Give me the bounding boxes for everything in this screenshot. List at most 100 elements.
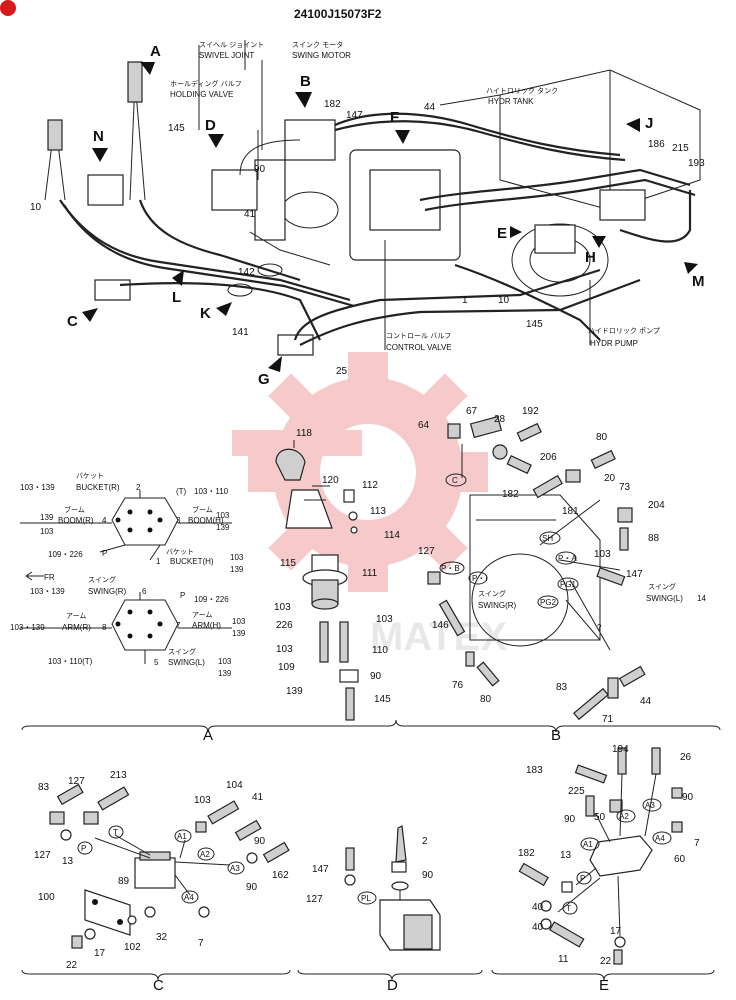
pattern-line-label: 103・110 — [194, 487, 229, 496]
view-arrow-b: B — [295, 73, 312, 108]
pattern-line-label: 139 — [216, 523, 230, 532]
part-label: 206 — [540, 452, 557, 463]
part-label: 146 — [432, 620, 449, 631]
fr-indicator: FR — [25, 571, 55, 582]
pattern-line-label: アーム — [66, 612, 86, 620]
pattern-line-label: ブーム — [64, 505, 85, 514]
svg-text:H: H — [585, 249, 596, 266]
pattern-line-label: BUCKET(R) — [76, 483, 120, 492]
part-label: 80 — [480, 694, 492, 705]
part-label: 112 — [362, 480, 378, 491]
pattern-line-label: 103 — [230, 553, 244, 562]
part-label: 182 — [502, 489, 519, 500]
part-label: 213 — [110, 770, 127, 781]
part-label: 80 — [596, 432, 608, 443]
part-label: 90 — [254, 836, 266, 847]
part-label: 40 — [532, 902, 544, 913]
section-c-ports: T P A1 A2 A3 A4 — [77, 825, 245, 904]
part-label: 181 — [562, 506, 579, 517]
part-label: 90 — [422, 870, 434, 881]
pattern-line-label: 139 — [230, 565, 244, 574]
svg-text:A1: A1 — [583, 840, 593, 849]
pattern-line-label: スイング — [88, 575, 116, 584]
pattern-line-label: 139 — [218, 669, 232, 678]
section-b-ports: C P・B P・I SH P・A PG1 PG2 — [439, 473, 579, 609]
view-arrow-n: N — [92, 128, 108, 162]
pattern-line-label: BOOM(H) — [188, 516, 224, 525]
svg-text:T: T — [113, 828, 118, 837]
pattern-line-label: (T) — [176, 487, 187, 496]
view-arrow-g: G — [258, 356, 282, 388]
pattern-line-label: アーム — [192, 611, 212, 619]
section-c-assembly — [49, 783, 290, 949]
part-label: 90 — [564, 814, 576, 825]
view-arrow-d: D — [205, 117, 224, 148]
hydr-pump-label: HYDR PUMP — [590, 339, 638, 348]
main-assembly: スイヘル ジョイント SWIVEL JOINT スインク モータ SWING M… — [30, 40, 705, 388]
pattern-line-label: BUCKET(H) — [170, 557, 214, 566]
part-label: 50 — [594, 812, 606, 823]
part-label: 183 — [526, 765, 543, 776]
part-label: 32 — [156, 932, 168, 943]
part-label: 145 — [374, 694, 391, 705]
svg-text:A2: A2 — [619, 812, 629, 821]
view-arrow-k: K — [200, 302, 232, 322]
part-label: 120 — [322, 475, 339, 486]
part-label: 111 — [362, 568, 378, 579]
part-label: 145 — [168, 123, 185, 134]
part-label: 90 — [370, 671, 382, 682]
pattern-line-label: 8 — [102, 623, 107, 632]
part-label: 22 — [600, 956, 612, 967]
part-label: 127 — [34, 850, 51, 861]
holding-valve-label: HOLDING VALVE — [170, 90, 233, 99]
part-label: 88 — [648, 533, 660, 544]
svg-text:C: C — [67, 313, 78, 330]
svg-text:FR: FR — [44, 573, 55, 582]
part-label: 90 — [246, 882, 258, 893]
part-label: 145 — [526, 319, 543, 330]
part-label: 226 — [276, 620, 293, 631]
part-label: 100 — [38, 892, 55, 903]
part-label: 127 — [68, 776, 85, 787]
part-label: 186 — [648, 139, 665, 150]
part-label: 162 — [272, 870, 289, 881]
view-arrow-j: J — [626, 115, 653, 132]
hydr-tank-label-jp: ハイトロリック タンク — [486, 86, 558, 95]
part-label: 2 — [422, 836, 428, 847]
section-label-e: E — [599, 977, 609, 994]
part-label: 139 — [286, 686, 303, 697]
part-label: 182 — [324, 99, 341, 110]
pattern-line-label: バケット — [76, 472, 104, 480]
pattern-line-label: SWING(R) — [88, 587, 127, 596]
svg-text:P: P — [81, 844, 86, 853]
part-label: 225 — [568, 786, 585, 797]
svg-text:A4: A4 — [655, 834, 665, 843]
svg-text:M: M — [692, 273, 705, 290]
swing-motor-label: SWING MOTOR — [292, 51, 351, 60]
hydr-tank-label: HYDR TANK — [488, 97, 534, 106]
part-label: 40 — [532, 922, 544, 933]
svg-text:SH: SH — [542, 534, 553, 543]
pattern-line-label: 103 — [232, 617, 246, 626]
pattern-line-label: 103 — [40, 527, 54, 536]
section-divider-cde: C D E — [21, 969, 715, 994]
part-label: 141 — [232, 327, 249, 338]
part-label: 127 — [306, 894, 323, 905]
part-label: 73 — [619, 482, 631, 493]
part-label: 114 — [384, 530, 400, 541]
pattern-line-label: 103・139 — [20, 483, 55, 492]
part-label: 194 — [612, 744, 629, 755]
part-label: 67 — [466, 406, 478, 417]
port-pl — [357, 891, 377, 905]
pattern-line-label: BOOM(R) — [58, 516, 94, 525]
view-arrow-e: E — [497, 225, 522, 242]
pattern-line-label: P — [102, 549, 107, 558]
swing-r-label-jp: スイング — [478, 589, 506, 598]
svg-text:F: F — [390, 109, 399, 126]
svg-text:C: C — [452, 476, 458, 485]
part-label: 89 — [118, 876, 130, 887]
swivel-joint-label-jp: スイヘル ジョイント — [199, 41, 264, 49]
part-label: 25 — [336, 366, 348, 377]
port-pl-label: PL — [361, 894, 371, 903]
corner-badge — [0, 0, 16, 16]
